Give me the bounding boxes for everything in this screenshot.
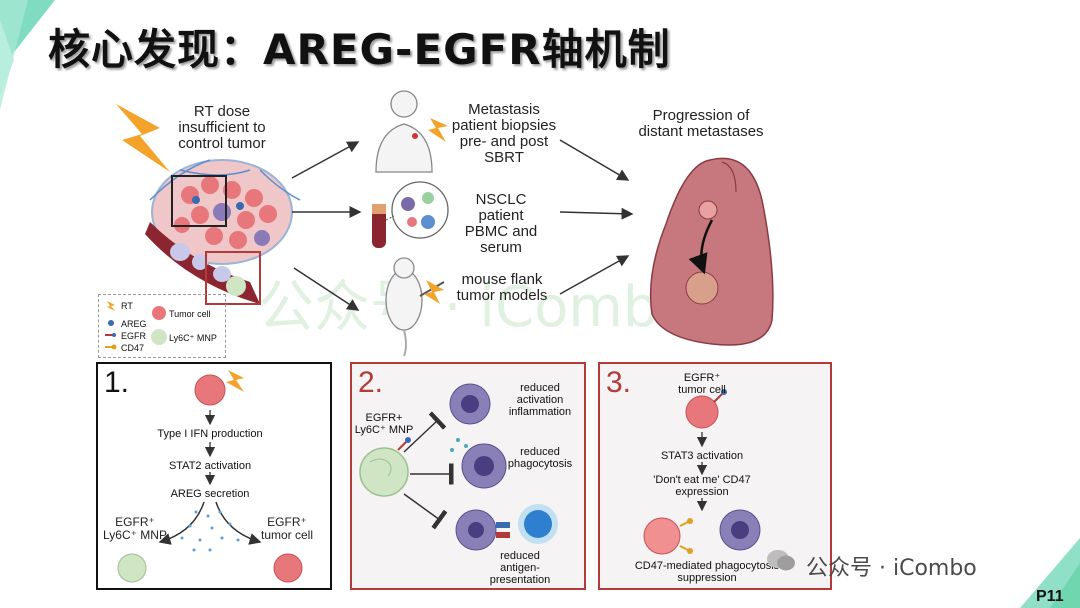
t-cell-icon [518, 504, 558, 544]
panel-2-effect3: reduced antigen-presentation [489, 550, 551, 586]
slide-title: 核心发现：AREG-EGFR轴机制 [48, 25, 671, 74]
panel-1-right-cell: EGFR⁺ tumor cell [260, 515, 313, 542]
page-number: P11 [1036, 588, 1064, 605]
legend: RT AREG EGFR CD47 Tumor cell Ly6C⁺ MNP [98, 294, 226, 358]
legend-cd47: CD47 [121, 343, 145, 353]
corner-decoration-bottom-right [1020, 538, 1080, 608]
panel-2-effect1: reduced activation inflammation [508, 382, 572, 418]
nsclc-label: NSCLC patient PBMC and serum [464, 191, 538, 256]
panel-1-step3: AREG secretion [170, 488, 250, 500]
panel-2-mnp: EGFR+ Ly6C⁺ MNP [354, 412, 414, 436]
panel-1-step2: STAT2 activation [168, 460, 252, 472]
legend-mnp: Ly6C⁺ MNP [169, 333, 217, 343]
lung-icon [649, 157, 774, 346]
blood-vessel-icon [145, 222, 260, 304]
panel-1-number: 1. [104, 366, 130, 399]
mnp-cell-icon [359, 437, 411, 497]
legend-tumor-cell: Tumor cell [169, 309, 211, 319]
macrophage-icon [455, 509, 510, 551]
panel-3-result: CD47-mediated phagocytosis suppression [634, 560, 780, 584]
areg-dots [180, 510, 240, 552]
blood-tube-icon [372, 204, 386, 248]
lightning-icon [226, 370, 244, 392]
panel-3-step1: STAT3 activation [660, 450, 744, 462]
rt-dose-label: RT dose insufficient to control tumor [178, 103, 266, 152]
pbmc-magnified-icon [385, 181, 449, 239]
tumor-cell-icon [194, 374, 226, 406]
corner-decoration-top-left [0, 0, 55, 110]
legend-egfr: EGFR [121, 331, 147, 341]
biopsy-label: Metastasis patient biopsies pre- and pos… [451, 101, 557, 166]
tumor-cell-icon [643, 517, 693, 555]
panel-3-tumor: EGFR⁺ tumor cell [678, 372, 726, 396]
macrophage-icon [719, 509, 761, 551]
panel-2-effect2: reduced phagocytosis [507, 446, 573, 470]
tumor-cell-icon [685, 389, 727, 429]
legend-symbols [105, 301, 167, 350]
panel-3-number: 3. [606, 366, 632, 399]
tumor-cell-icon [273, 553, 303, 583]
legend-rt: RT [121, 301, 133, 311]
panel-1-left-cell: EGFR⁺ Ly6C⁺ MNP [103, 515, 167, 542]
panel-2-number: 2. [358, 366, 384, 399]
mouse-model-label: mouse flank tumor models [456, 271, 548, 304]
wechat-icon [766, 548, 796, 572]
legend-areg: AREG [121, 319, 147, 329]
mnp-cell-icon [117, 553, 147, 583]
macrophage-icon [450, 438, 507, 489]
watermark: 公众号 · iCombo [258, 275, 693, 340]
patient-silhouette-icon [375, 90, 448, 173]
mouse-icon [385, 257, 445, 357]
panel-1-step1: Type I IFN production [157, 428, 263, 440]
progression-label: Progression of distant metastases [638, 107, 764, 140]
panel-3-step2: 'Don't eat me' CD47 expression [653, 474, 751, 498]
macrophage-icon [449, 383, 491, 425]
wechat-watermark: 公众号 · iCombo [806, 556, 977, 581]
